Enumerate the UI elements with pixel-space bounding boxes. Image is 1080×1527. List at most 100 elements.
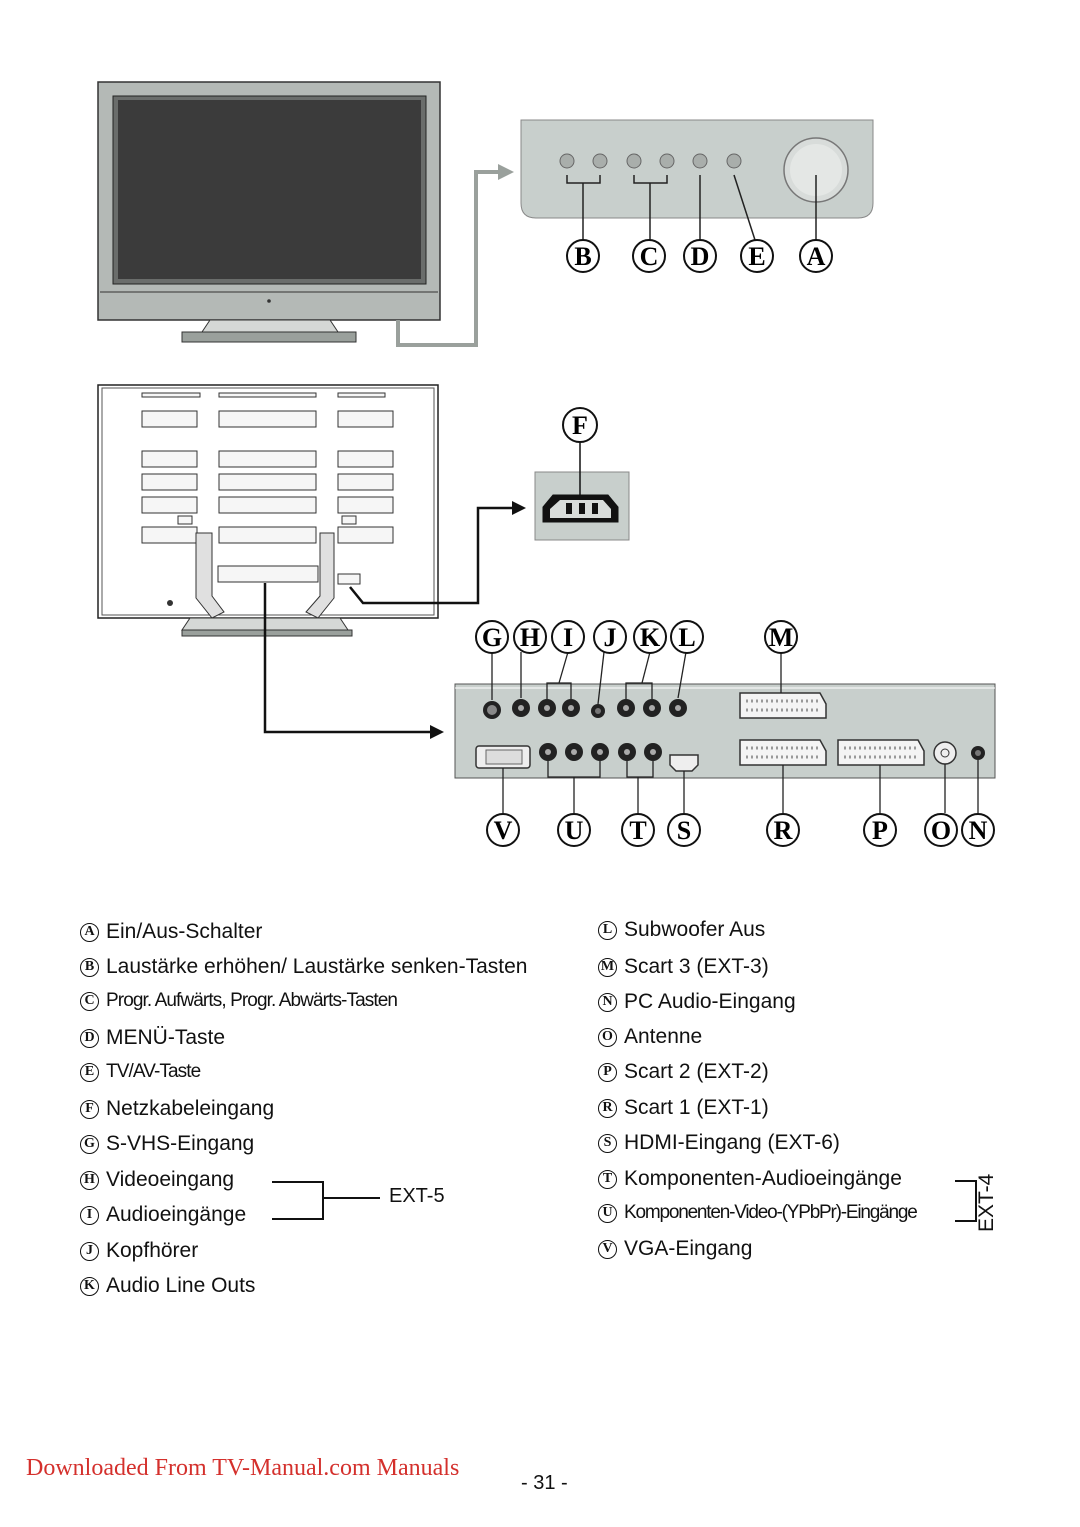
ext4-label: EXT-4 — [975, 1173, 998, 1232]
legend-item-v: V VGA-Eingang — [598, 1237, 752, 1261]
legend-item-c: C Progr. Aufwärts, Progr. Abwärts-Tasten — [80, 990, 398, 1012]
ext5-bracket-line — [324, 1197, 380, 1199]
legend-text: VGA-Eingang — [624, 1237, 753, 1260]
tv-back-illustration — [97, 384, 439, 637]
legend-text: Scart 2 (EXT-2) — [624, 1060, 769, 1083]
legend-text: Komponenten-Video-(YPbPr)-Eingänge — [624, 1202, 918, 1223]
callout-letter-g: G — [482, 623, 502, 652]
callout-letter-d: D — [691, 242, 710, 271]
callout-circle-t — [621, 813, 655, 847]
callout-circle-c — [632, 239, 666, 273]
legend-badge: U — [598, 1203, 617, 1223]
legend-item-s: S HDMI-Eingang (EXT-6) — [598, 1131, 840, 1155]
callout-letter-u: U — [565, 816, 584, 845]
legend-badge: V — [598, 1239, 617, 1259]
scart-ports — [739, 692, 925, 766]
arrow-front-to-panel — [396, 164, 514, 347]
power-socket-illustration — [534, 443, 630, 541]
ext4-bracket — [955, 1180, 977, 1222]
callout-letter-b: B — [574, 242, 591, 271]
legend-text: Netzkabeleingang — [106, 1097, 275, 1120]
legend-badge: R — [598, 1098, 617, 1118]
legend-item-b: B Laustärke erhöhen/ Laustärke senken-Ta… — [80, 955, 527, 979]
legend-item-m: M Scart 3 (EXT-3) — [598, 955, 769, 979]
legend-item-i: I Audioeingänge — [80, 1203, 246, 1227]
legend-badge: O — [598, 1027, 617, 1047]
callout-letter-h: H — [520, 623, 540, 652]
callout-circle-r — [766, 813, 800, 847]
callout-circle-p — [863, 813, 897, 847]
callout-circle-v — [486, 813, 520, 847]
antenna-port — [933, 741, 957, 765]
callout-letter-e: E — [748, 242, 765, 271]
legend-item-d: D MENÜ-Taste — [80, 1026, 225, 1050]
callout-circle-s — [667, 813, 701, 847]
legend-item-k: K Audio Line Outs — [80, 1274, 255, 1298]
callout-circle-a — [799, 239, 833, 273]
callout-circle-u — [557, 813, 591, 847]
legend-item-a: A Ein/Aus-Schalter — [80, 920, 262, 944]
legend-text: Subwoofer Aus — [624, 918, 766, 941]
hdmi-port — [669, 754, 699, 772]
callout-circle-l — [670, 620, 704, 654]
legend-text: Kopfhörer — [106, 1239, 199, 1262]
ext5-label: EXT-5 — [389, 1185, 445, 1207]
tv-front-illustration — [97, 81, 441, 343]
legend-badge: E — [80, 1062, 99, 1082]
legend-badge: A — [80, 922, 99, 942]
callout-circle-j — [593, 620, 627, 654]
callout-letter-j: J — [604, 623, 617, 652]
legend-item-p: P Scart 2 (EXT-2) — [598, 1060, 769, 1084]
callout-letter-r: R — [774, 816, 793, 845]
callout-circle-o — [924, 813, 958, 847]
legend-badge: S — [598, 1133, 617, 1153]
legend-item-t: T Komponenten-Audioeingänge — [598, 1167, 902, 1191]
legend-text: Progr. Aufwärts, Progr. Abwärts-Tasten — [106, 990, 398, 1011]
legend-badge: K — [80, 1276, 99, 1296]
callout-letter-c: C — [640, 242, 659, 271]
arrow-back-to-connectors — [263, 583, 444, 739]
callout-letter-s: S — [677, 816, 691, 845]
legend-badge: G — [80, 1134, 99, 1154]
legend-badge: F — [80, 1099, 99, 1119]
legend-badge: L — [598, 920, 617, 940]
legend-text: Audio Line Outs — [106, 1274, 256, 1297]
legend-item-j: J Kopfhörer — [80, 1239, 198, 1263]
legend-badge: P — [598, 1062, 617, 1082]
download-link[interactable]: Downloaded From TV-Manual.com Manuals — [26, 1455, 460, 1481]
legend-item-o: O Antenne — [598, 1025, 702, 1049]
legend-item-h: H Videoeingang — [80, 1168, 234, 1192]
callout-circle-m — [764, 620, 798, 654]
legend-text: Antenne — [624, 1025, 703, 1048]
callout-circle-i — [551, 620, 585, 654]
callout-letter-t: T — [629, 816, 646, 845]
legend-badge: D — [80, 1028, 99, 1048]
legend-text: Videoeingang — [106, 1168, 235, 1191]
legend-text: Laustärke erhöhen/ Laustärke senken-Tast… — [106, 955, 528, 978]
callout-circle-d — [683, 239, 717, 273]
callout-letter-i: I — [563, 623, 573, 652]
callout-circle-k — [633, 620, 667, 654]
control-panel-illustration — [520, 119, 874, 241]
legend-badge: C — [80, 991, 99, 1011]
legend-item-f: F Netzkabeleingang — [80, 1097, 274, 1121]
callout-letter-p: P — [872, 816, 888, 845]
legend-text: Audioeingänge — [106, 1203, 247, 1226]
legend-text: Scart 3 (EXT-3) — [624, 955, 769, 978]
callout-power: F — [562, 407, 598, 443]
callout-circle-e — [740, 239, 774, 273]
callout-letter-f: F — [572, 411, 588, 440]
legend-badge: H — [80, 1170, 99, 1190]
legend-badge: M — [598, 957, 617, 977]
callout-circle-h — [513, 620, 547, 654]
connector-panel-illustration — [454, 651, 996, 813]
callout-circle-b — [566, 239, 600, 273]
callout-letter-o: O — [931, 816, 951, 845]
legend-text: Ein/Aus-Schalter — [106, 920, 263, 943]
callout-letter-n: N — [969, 816, 988, 845]
callout-letter-a: A — [807, 242, 826, 271]
